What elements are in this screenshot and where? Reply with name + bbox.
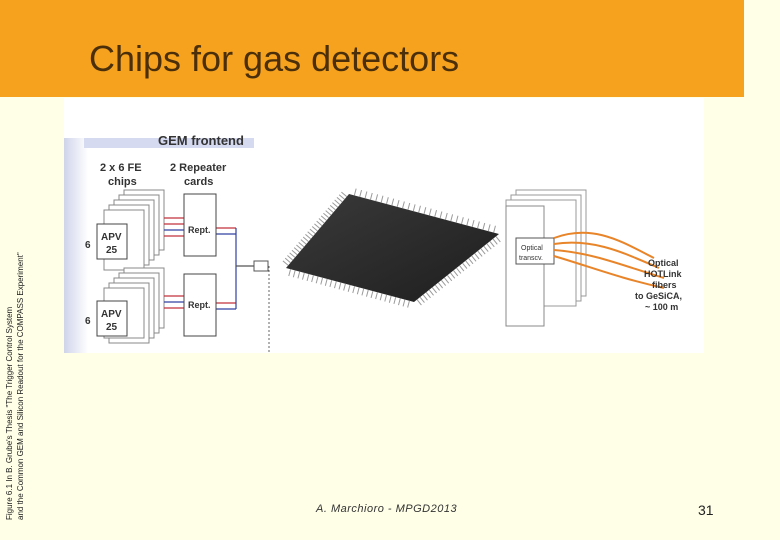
fibers-line3: fibers — [652, 280, 677, 290]
optical-line1: Optical — [521, 245, 543, 252]
rep-label-line2: cards — [184, 176, 213, 188]
slide-title: Chips for gas detectors — [89, 38, 460, 79]
fibers-line1: Optical — [648, 258, 679, 268]
connector — [253, 260, 269, 272]
apv-top-line1: APV — [101, 232, 122, 243]
title-bar: Chips for gas detectors — [0, 0, 744, 97]
rep-label-line1: 2 Repeater — [170, 162, 227, 174]
fibers-line5: ~ 100 m — [645, 302, 678, 312]
apv-bottom-line1: APV — [101, 309, 122, 320]
fibers-line2: HOTLink — [644, 269, 682, 279]
gem-frontend-figure: GEM frontend 2 x 6 FE chips 2 Repeater c… — [64, 98, 704, 353]
frame-top-shade — [84, 138, 254, 148]
apv-bottom-line2: 25 — [106, 322, 118, 333]
caption-line-1: Figure 6.1 In B. Grube's Thesis "The Tri… — [5, 306, 14, 520]
figure-heading: GEM frontend — [158, 133, 244, 148]
repeater-card-bottom — [183, 273, 217, 337]
optical-transceiver-stack — [505, 189, 587, 327]
count-top: 6 — [85, 240, 91, 251]
side-caption: Figure 6.1 In B. Grube's Thesis "The Tri… — [4, 40, 44, 520]
fe-label-line1: 2 x 6 FE — [100, 162, 142, 174]
page-number: 31 — [698, 502, 714, 518]
count-bottom: 6 — [85, 316, 91, 327]
frame-left-shade — [64, 138, 88, 353]
apv-top-line2: 25 — [106, 245, 118, 256]
rept-top-label: Rept. — [188, 225, 211, 235]
repeater-card-top — [183, 193, 217, 257]
caption-line-2: and the Common GEM and Silicon Readout f… — [16, 252, 25, 520]
figure-svg: GEM frontend 2 x 6 FE chips 2 Repeater c… — [64, 133, 682, 353]
fe-card-stack-top — [96, 189, 165, 271]
fe-card-stack-bottom — [96, 267, 165, 344]
rept-bottom-label: Rept. — [188, 300, 211, 310]
fe-label-line2: chips — [108, 176, 137, 188]
footer-author: A. Marchioro - MPGD2013 — [316, 503, 458, 515]
fibers-line4: to GeSiCA, — [635, 291, 682, 301]
optical-fibers — [553, 231, 665, 289]
qfp-chip-icon — [282, 188, 501, 308]
optical-line2: transcv. — [519, 255, 543, 262]
